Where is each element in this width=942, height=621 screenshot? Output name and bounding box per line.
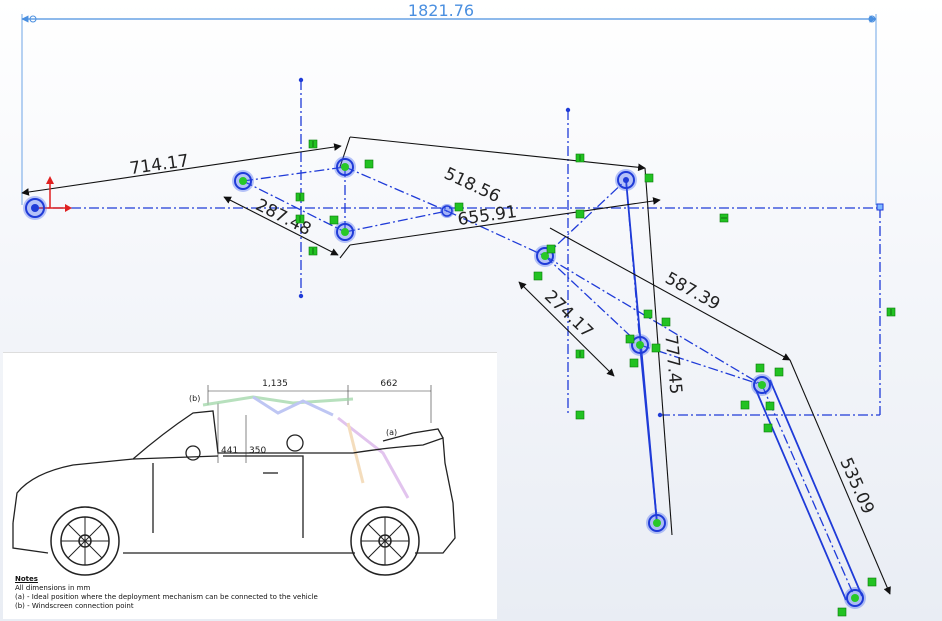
dim-655: 655.91: [456, 202, 518, 230]
notes-line-1: All dimensions in mm: [15, 584, 91, 592]
notes-line-3: (b) - Windscreen connection point: [15, 602, 134, 610]
vehicle-reference-inset: 1,135 662 441 350 (b) (a): [3, 352, 497, 619]
inset-dim-441: 441: [221, 446, 238, 456]
joint-6: [615, 169, 637, 191]
dim-777: 777.45: [660, 334, 685, 395]
dim-518: 518.56: [441, 164, 503, 207]
overall-dimension[interactable]: 1821.76: [21, 1, 877, 205]
dim-587: 587.39: [662, 268, 724, 314]
line-endpoints: [298, 77, 884, 418]
car-drawing: 1,135 662 441 350 (b) (a): [12, 379, 456, 576]
relation-badge-ticks: [299, 141, 892, 357]
joint-9: [646, 512, 668, 534]
inset-label-a: (a): [386, 428, 397, 437]
joint-3: [334, 221, 356, 243]
joint-8: [751, 374, 773, 396]
joint-2: [334, 156, 356, 178]
joint-4: [440, 204, 454, 218]
joint-origin: [23, 196, 47, 220]
origin-axes: [35, 176, 72, 212]
notes-title: Notes: [15, 575, 38, 583]
notes-line-2: (a) - Ideal position where the deploymen…: [15, 593, 318, 601]
inset-dim-350: 350: [249, 446, 266, 456]
joint-1: [232, 170, 254, 192]
inset-notes: Notes All dimensions in mm (a) - Ideal p…: [15, 575, 395, 611]
dim-535: 535.09: [835, 455, 877, 517]
overall-dimension-value: 1821.76: [408, 1, 474, 20]
dimension-lines: [21, 136, 891, 595]
joint-7: [629, 334, 651, 356]
dim-714: 714.17: [128, 151, 190, 179]
inset-dim-662: 662: [380, 379, 397, 389]
inset-dim-1135: 1,135: [262, 379, 288, 389]
joint-10: [844, 587, 866, 609]
inset-label-b: (b): [189, 394, 200, 403]
